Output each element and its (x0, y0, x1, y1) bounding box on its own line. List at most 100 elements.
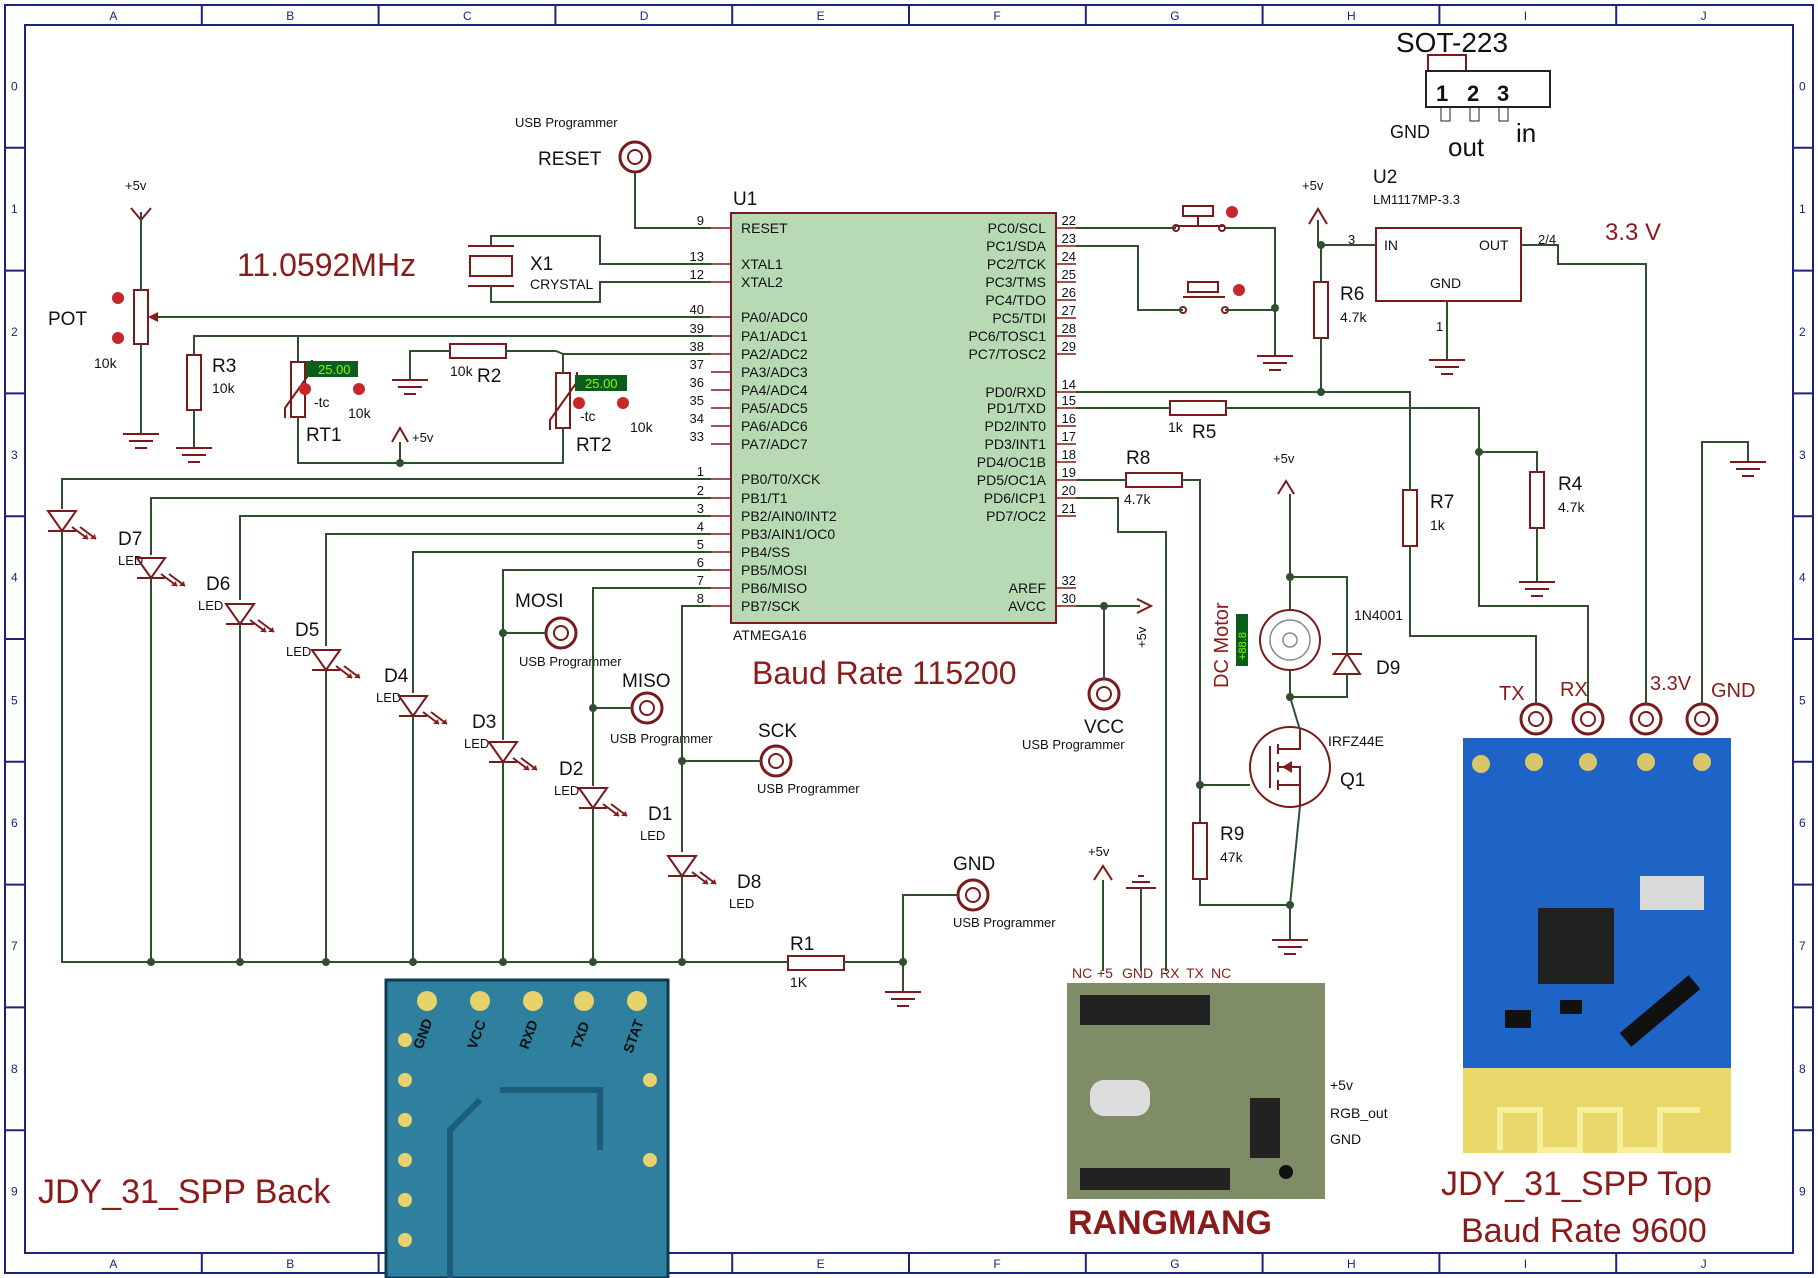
terminal-vcc[interactable]: VCC USB Programmer (1022, 677, 1125, 752)
resistor-r1[interactable]: R1 1K (787, 934, 845, 990)
ground-icon (1730, 461, 1766, 477)
mosfet-q1[interactable]: IRFZ44E Q1 (1249, 726, 1384, 808)
mosi-label: MOSI (515, 591, 564, 612)
motor-label: DC Motor (1211, 602, 1233, 688)
resistor-r4[interactable]: R4 4.7k (1529, 471, 1585, 529)
frame-col-label-top: E (817, 9, 825, 23)
mcu-pin-number: 16 (1062, 411, 1076, 426)
terminal-sck[interactable]: SCK USB Programmer (757, 721, 860, 796)
r1-ref: R1 (790, 934, 814, 955)
mcu-pin-label: PA3/ADC3 (741, 364, 808, 380)
frame-row-label-left: 8 (11, 1062, 18, 1076)
resistor-r2[interactable]: 10k R2 (449, 343, 507, 387)
led-ref: D7 (118, 529, 142, 550)
jdy-top-terminals[interactable]: TX RX 3.3V GND (1499, 673, 1755, 736)
resistor-r7[interactable]: R7 1k (1402, 489, 1454, 547)
rangmang-header-pin: +5 (1097, 965, 1113, 981)
terminal-miso[interactable]: MISO USB Programmer (610, 671, 713, 746)
avcc-supply-label: +5v (1134, 626, 1149, 648)
frame-row-label-left: 0 (11, 79, 18, 93)
mcu-pin-number: 30 (1062, 591, 1076, 606)
pushbutton-1[interactable] (1172, 205, 1238, 232)
reset-caption: USB Programmer (515, 115, 618, 130)
terminal-gnd[interactable]: GND USB Programmer (953, 854, 1056, 930)
diode-d9[interactable]: 1N4001 D9 (1332, 607, 1403, 679)
r4-value: 4.7k (1558, 499, 1585, 515)
potentiometer[interactable]: +5v POT 10k (48, 178, 158, 371)
q1-part: IRFZ44E (1328, 733, 1384, 749)
frame-col-label-bottom: G (1170, 1257, 1179, 1271)
frame-row-label-right: 6 (1799, 816, 1806, 830)
ground-icon (123, 433, 159, 449)
mcu-part: ATMEGA16 (733, 627, 807, 643)
resistor-r8[interactable]: R8 4.7k (1124, 448, 1183, 507)
resistor-r9[interactable]: R9 47k (1192, 822, 1244, 880)
supply-5v-rt: +5v (391, 425, 434, 445)
reg-supply: +5v (1302, 178, 1324, 193)
mcu-pin-label: PC7/TOSC2 (968, 346, 1046, 362)
reg-pin-out: 2/4 (1538, 232, 1556, 247)
frame-row-label-right: 9 (1799, 1185, 1806, 1199)
mcu-pin-number: 27 (1062, 303, 1076, 318)
mcu-pin-label: PB4/SS (741, 544, 790, 560)
mcu-pin-number: 15 (1062, 393, 1076, 408)
mcu-pin-number: 37 (690, 357, 704, 372)
avcc-supply: +5v (1134, 598, 1154, 648)
frame-row-label-left: 7 (11, 939, 18, 953)
led-ref: D3 (472, 712, 496, 733)
mcu-pin-label: PB5/MOSI (741, 562, 807, 578)
rt1-value: 10k (348, 405, 372, 421)
motor-supply: +5v (1273, 451, 1295, 466)
vcc-caption: USB Programmer (1022, 737, 1125, 752)
jdy-tx-label: TX (1499, 683, 1525, 705)
mcu-pin-label: PD6/ICP1 (984, 490, 1046, 506)
frame-row-label-left: 6 (11, 816, 18, 830)
resistor-r3[interactable]: R3 10k (186, 354, 236, 411)
terminal-reset[interactable]: USB Programmer RESET (515, 115, 652, 174)
mcu-pin-label: RESET (741, 220, 788, 236)
frame-col-label-top: A (109, 9, 117, 23)
led-ref: D6 (206, 574, 230, 595)
resistor-r5[interactable]: 1k R5 (1168, 400, 1227, 443)
mcu-pin-label: PD0/RXD (985, 384, 1046, 400)
mcu-pin-number: 25 (1062, 267, 1076, 282)
mcu-pin-number: 19 (1062, 465, 1076, 480)
rt1-tc: -tc (314, 394, 330, 410)
crystal-x1[interactable]: 11.0592MHz X1 CRYSTAL (237, 245, 593, 292)
rangmang-header-pin: TX (1186, 965, 1205, 981)
mcu-pin-label: PA5/ADC5 (741, 400, 808, 416)
pot-supply: +5v (125, 178, 147, 193)
mcu-pin-label: PC4/TDO (985, 292, 1046, 308)
dc-motor[interactable]: +5v +88.8 DC Motor (1211, 451, 1321, 688)
vcc-label: VCC (1084, 717, 1124, 738)
mcu-pin-label: PB1/T1 (741, 490, 788, 506)
jdy-back-board: GND VCC RXD TXD STAT (384, 978, 670, 1278)
mcu-pin-label: PA7/ADC7 (741, 436, 808, 452)
regulator-u2[interactable]: +5v U2 LM1117MP-3.3 IN OUT GND 3 2/4 1 3… (1302, 167, 1661, 334)
frame-row-label-right: 0 (1799, 79, 1806, 93)
terminal-mosi[interactable]: MOSI USB Programmer (515, 591, 622, 669)
mcu-pin-label: PB3/AIN1/OC0 (741, 526, 835, 542)
frame-col-label-top: G (1170, 9, 1179, 23)
junctions (147, 241, 1483, 966)
pushbutton-2[interactable] (1179, 281, 1245, 314)
mcu-pin-label: PD5/OC1A (977, 472, 1047, 488)
ground-icon (392, 379, 428, 395)
resistor-r6[interactable]: R6 4.7k (1313, 281, 1367, 339)
thermistor-rt1[interactable]: 25.00 -tc RT1 10k (284, 360, 372, 446)
mcu-pin-label: PD7/OC2 (986, 508, 1046, 524)
jdy-rx-label: RX (1560, 679, 1588, 701)
thermistor-rt2[interactable]: 25.00 -tc RT2 10k (549, 372, 654, 456)
r8-ref: R8 (1126, 448, 1150, 469)
r9-value: 47k (1220, 849, 1244, 865)
mcu-pin-number: 40 (690, 302, 704, 317)
